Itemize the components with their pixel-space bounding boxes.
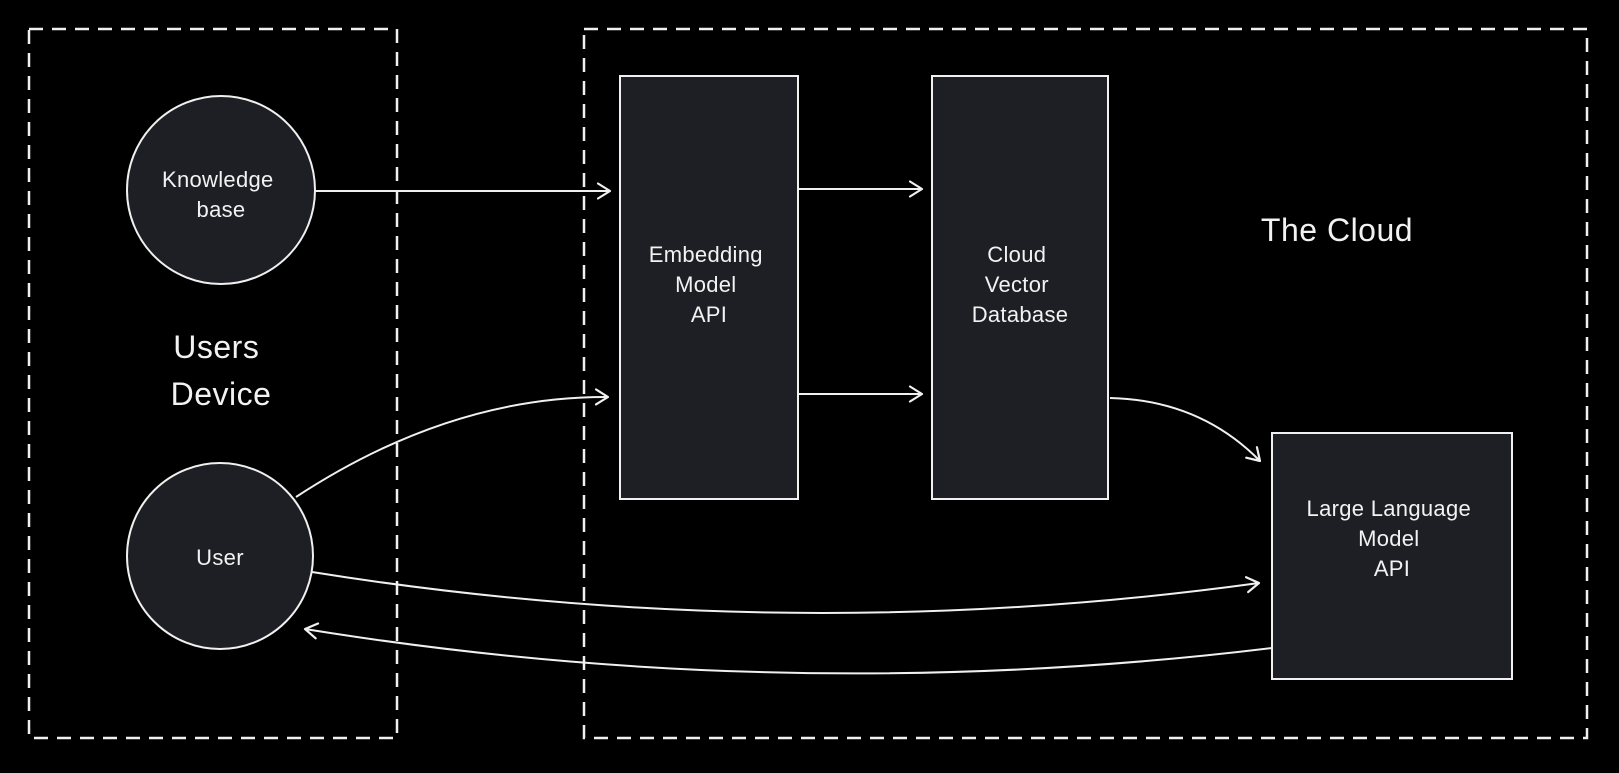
edge-user-to-embedding-arrow (295, 388, 610, 498)
edge-vector-db-to-llm-arrow (1109, 397, 1262, 463)
knowledge-base-node (126, 95, 316, 285)
edge-llm-to-user-arrow (303, 622, 1273, 675)
cloud-vector-database-node (931, 75, 1109, 500)
user-node (126, 462, 314, 650)
cloud-region-box (582, 27, 1589, 740)
embedding-model-api-node (619, 75, 799, 500)
large-language-model-api-node (1271, 432, 1513, 680)
cloud-region-label: The Cloud (1261, 212, 1413, 248)
embedding-model-api-label: Embedding Model API (649, 242, 769, 327)
users-device-region-label: Users Device (171, 329, 272, 412)
edge-user-to-llm-arrow (311, 571, 1261, 614)
users-device-region-box (27, 27, 399, 740)
user-label: User (196, 545, 244, 570)
cloud-vector-database-label: Cloud Vector Database (972, 242, 1069, 327)
knowledge-base-label: Knowledge base (162, 167, 280, 222)
large-language-model-api-label: Large Language Model API (1307, 496, 1478, 581)
